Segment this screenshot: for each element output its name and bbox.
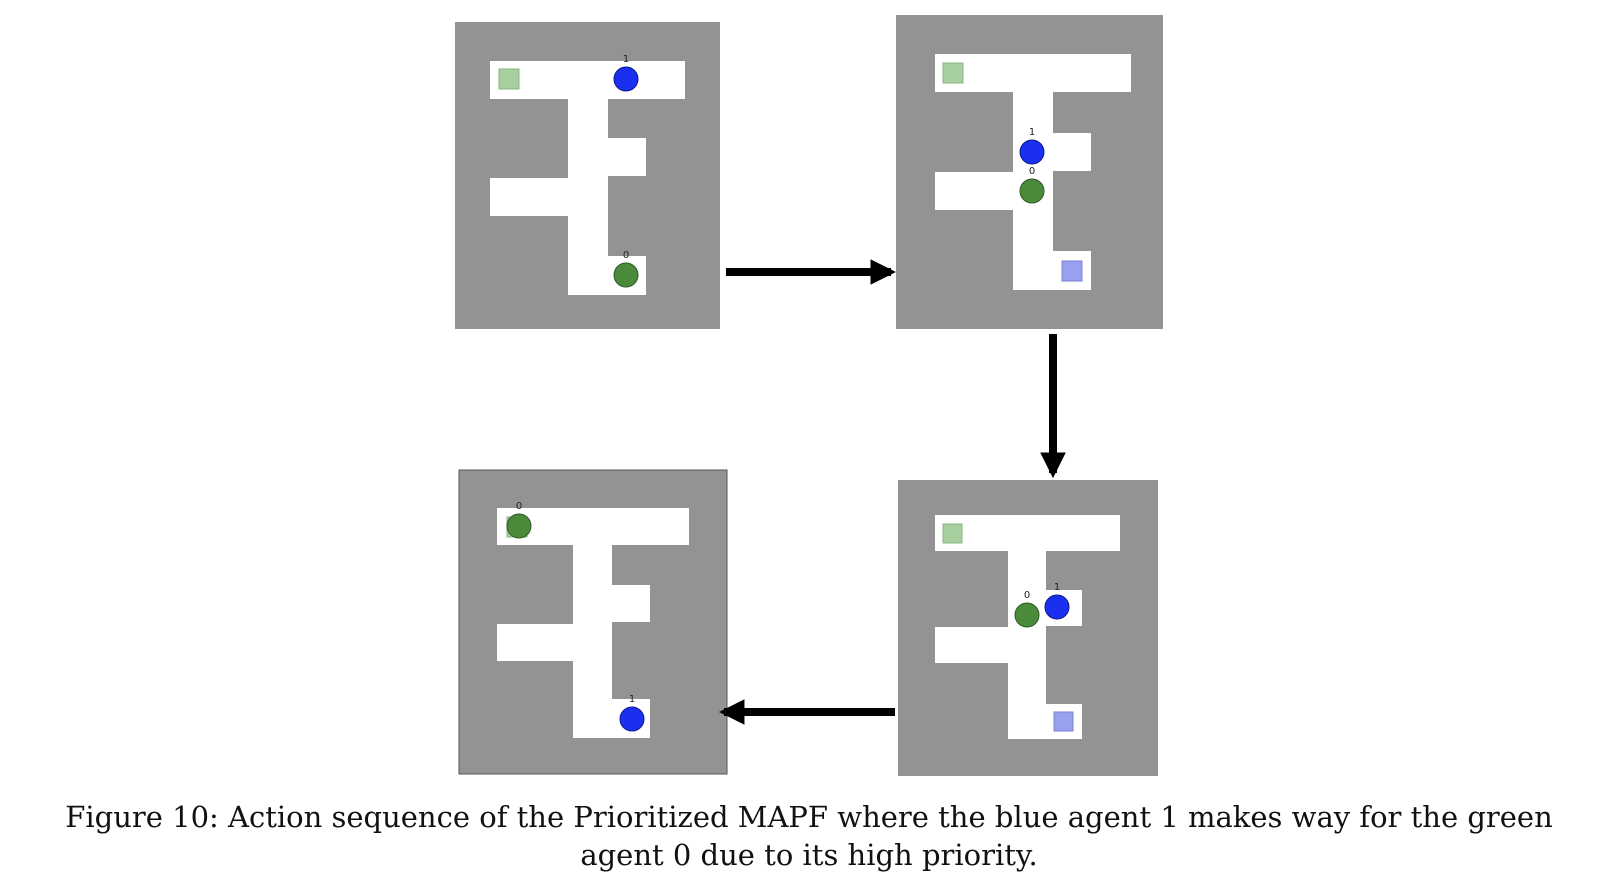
panel-2-goal-1-marker bbox=[1061, 260, 1083, 282]
panel-1-agent-1-label: 1 bbox=[623, 54, 629, 65]
panel-4-agent-0 bbox=[506, 513, 532, 539]
panel-2-agent-1 bbox=[1019, 139, 1045, 165]
panel-step-1: 1 0 bbox=[455, 22, 720, 329]
panel-step-3: 0 1 bbox=[898, 480, 1158, 776]
panel-1-agent-0-label: 0 bbox=[623, 250, 629, 261]
panel-1-floor bbox=[490, 61, 685, 295]
panel-1-agent-0 bbox=[613, 262, 639, 288]
panel-2-agent-1-label: 1 bbox=[1029, 127, 1035, 138]
panel-1-goal-0-marker bbox=[498, 68, 520, 90]
panel-3-goal-1-marker bbox=[1053, 711, 1074, 732]
panel-step-4: 0 1 bbox=[458, 469, 728, 775]
panel-3-floor bbox=[935, 515, 1120, 739]
panel-3-agent-0-label: 0 bbox=[1024, 590, 1030, 601]
panel-3-agent-1 bbox=[1044, 594, 1070, 620]
panel-4-agent-1-label: 1 bbox=[629, 694, 635, 705]
panel-4-floor bbox=[497, 508, 689, 738]
panel-4-agent-1 bbox=[619, 706, 645, 732]
panel-3-goal-0-marker bbox=[942, 523, 963, 544]
figure-caption: Figure 10: Action sequence of the Priori… bbox=[65, 800, 1553, 872]
panel-2-agent-0 bbox=[1019, 178, 1045, 204]
panel-2-goal-0-marker bbox=[942, 62, 964, 84]
panel-step-2: 1 0 bbox=[896, 15, 1163, 329]
panel-3-agent-1-label: 1 bbox=[1054, 582, 1060, 593]
panel-2-agent-0-label: 0 bbox=[1029, 166, 1035, 177]
panel-3-agent-0 bbox=[1014, 602, 1040, 628]
panel-4-agent-0-label: 0 bbox=[516, 501, 522, 512]
panel-1-agent-1 bbox=[613, 66, 639, 92]
